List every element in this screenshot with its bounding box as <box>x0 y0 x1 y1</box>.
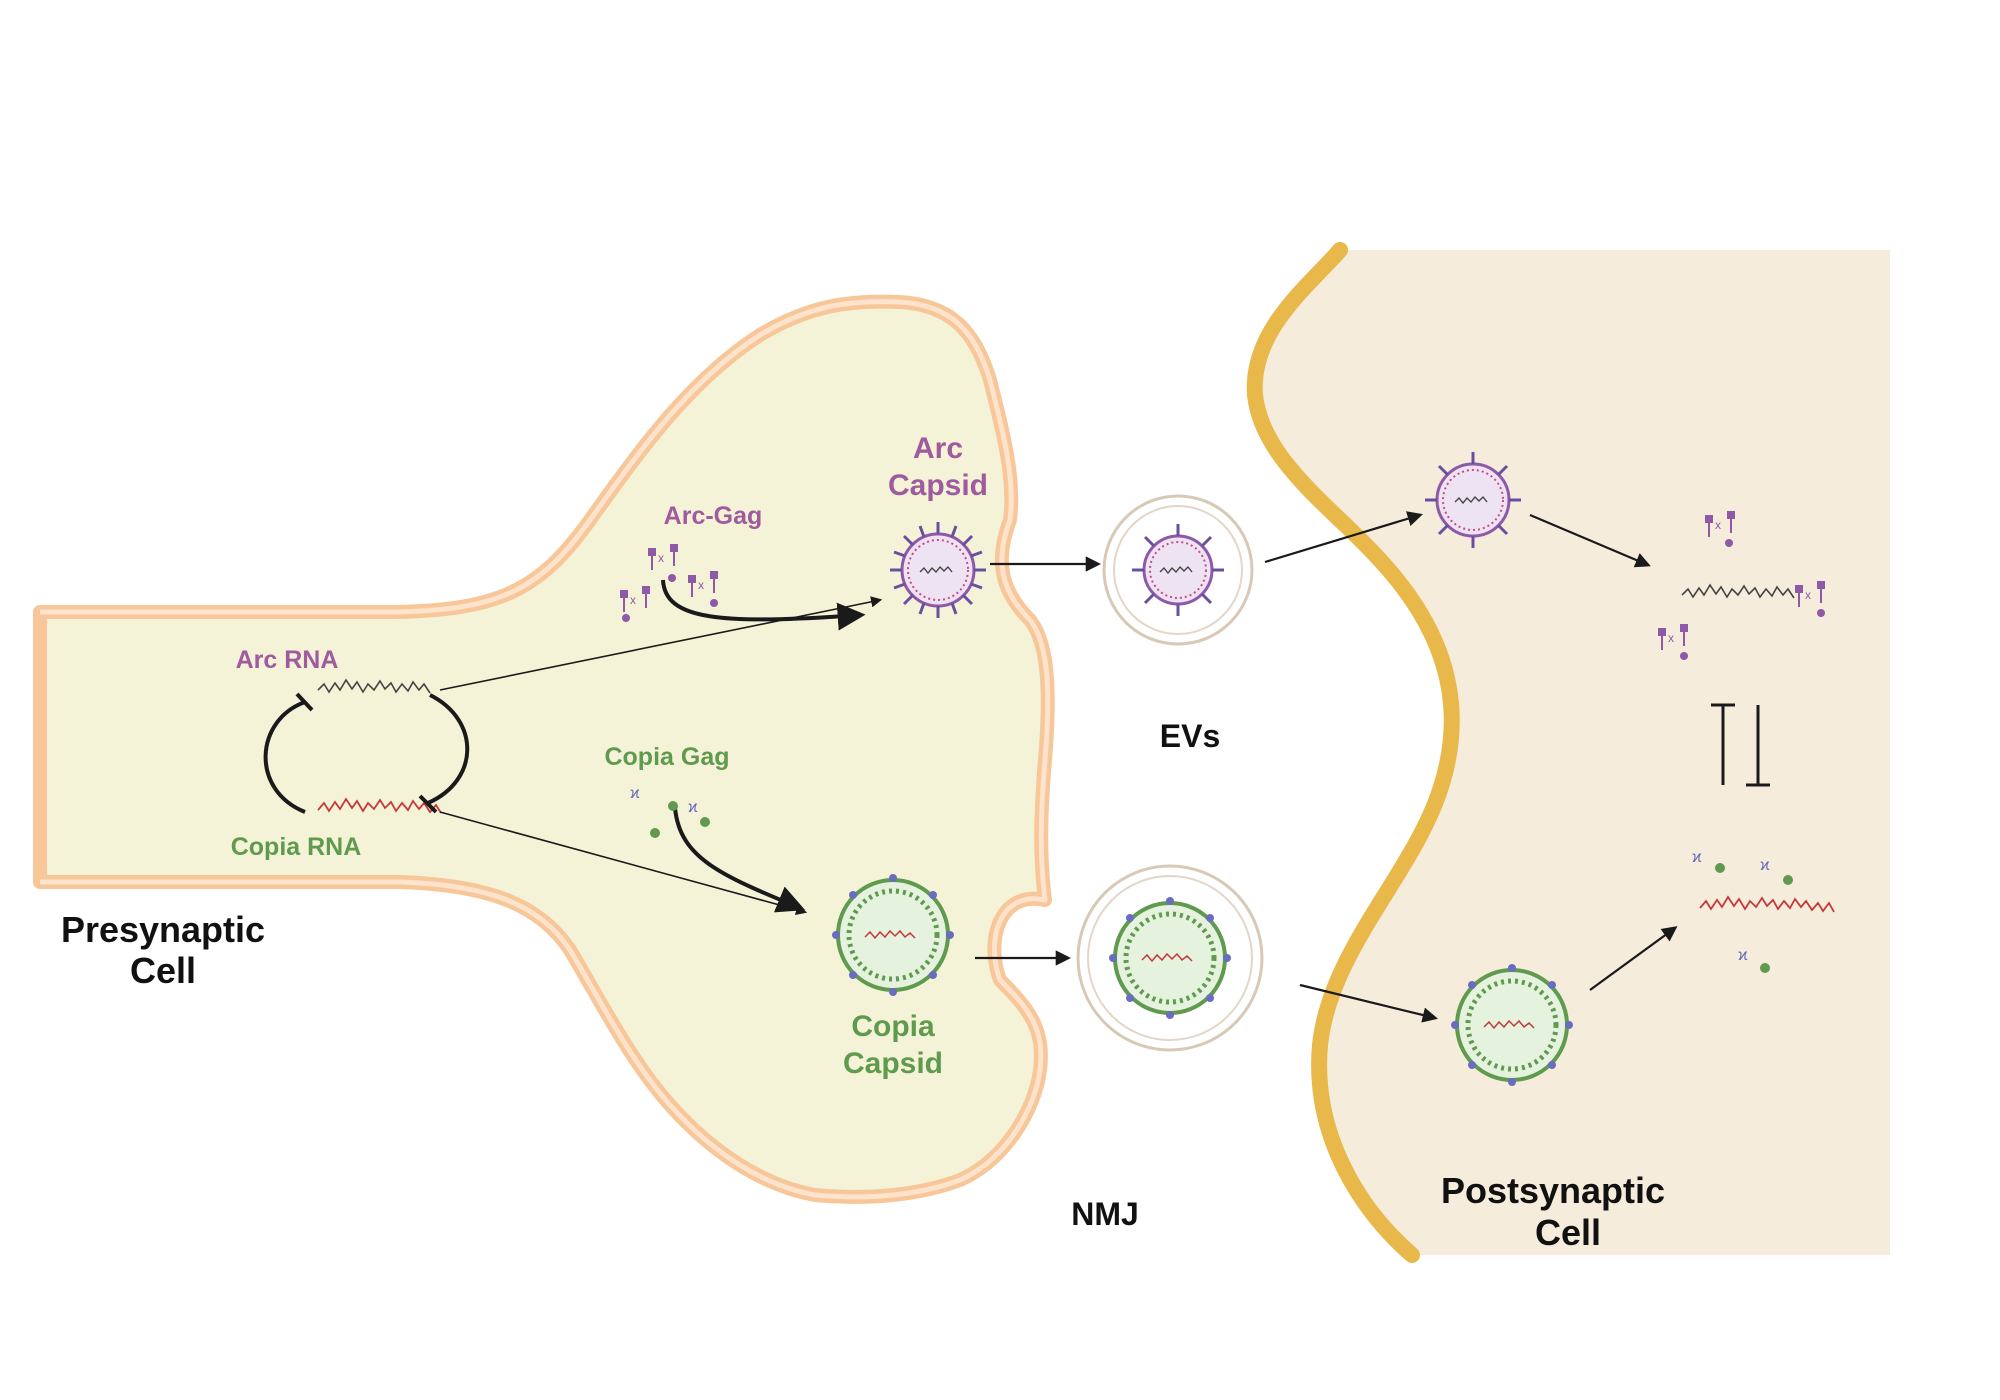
label-postsynaptic-line1: Postsynaptic <box>1441 1170 1665 1211</box>
postsynaptic-cell <box>1246 242 1890 1263</box>
label-presynaptic-line1: Presynaptic <box>61 909 265 950</box>
label-arc-capsid-line2: Capsid <box>888 469 988 502</box>
label-copia-capsid-line2: Capsid <box>843 1047 943 1080</box>
presynaptic-arrows <box>439 579 883 916</box>
svg-text:x: x <box>1805 588 1811 602</box>
presynaptic-cell <box>33 294 1055 1204</box>
copia-capsid-presynaptic <box>832 874 954 996</box>
svg-text:x: x <box>1668 631 1674 645</box>
label-copia-rna: Copia RNA <box>231 833 362 861</box>
label-arc-capsid-line1: Arc <box>913 432 963 465</box>
repression-loop <box>263 692 470 814</box>
copia-rna-strand <box>317 797 442 814</box>
svg-text:ϰ: ϰ <box>1692 849 1702 866</box>
svg-text:ϰ: ϰ <box>1738 947 1748 964</box>
svg-text:ϰ: ϰ <box>688 799 698 816</box>
svg-text:x: x <box>1715 518 1721 532</box>
label-evs: EVs <box>1160 718 1220 754</box>
postsynaptic-membrane <box>1246 242 1460 1263</box>
label-arc-gag: Arc-Gag <box>664 502 763 530</box>
svg-text:ϰ: ϰ <box>630 785 640 802</box>
label-postsynaptic-line2: Cell <box>1535 1212 1601 1253</box>
ev-copia <box>1076 864 1264 1052</box>
svg-text:x: x <box>658 551 664 565</box>
label-nmj: NMJ <box>1071 1196 1139 1232</box>
arc-capsid-postsynaptic <box>1425 452 1521 548</box>
arc-disassembled: x x x <box>1658 511 1825 660</box>
label-arc-rna: Arc RNA <box>236 646 339 674</box>
svg-text:x: x <box>698 578 704 592</box>
arc-gag-monomers: x x x <box>620 544 718 622</box>
transfer-arrows <box>975 511 1678 1023</box>
label-copia-gag: Copia Gag <box>604 743 729 771</box>
label-presynaptic-line2: Cell <box>130 950 196 991</box>
label-copia-capsid-line1: Copia <box>851 1010 935 1043</box>
arc-rna-strand <box>317 678 431 694</box>
svg-text:x: x <box>630 593 636 607</box>
copia-disassembled: ϰ ϰ ϰ <box>1692 849 1835 973</box>
ev-arc <box>1102 494 1254 646</box>
svg-text:ϰ: ϰ <box>1760 857 1770 874</box>
arc-capsid-presynaptic <box>890 522 986 618</box>
copia-capsid-postsynaptic <box>1451 964 1573 1086</box>
mutual-inhibition-symbol <box>1711 703 1770 787</box>
copia-gag-monomers: ϰ ϰ <box>630 785 710 838</box>
